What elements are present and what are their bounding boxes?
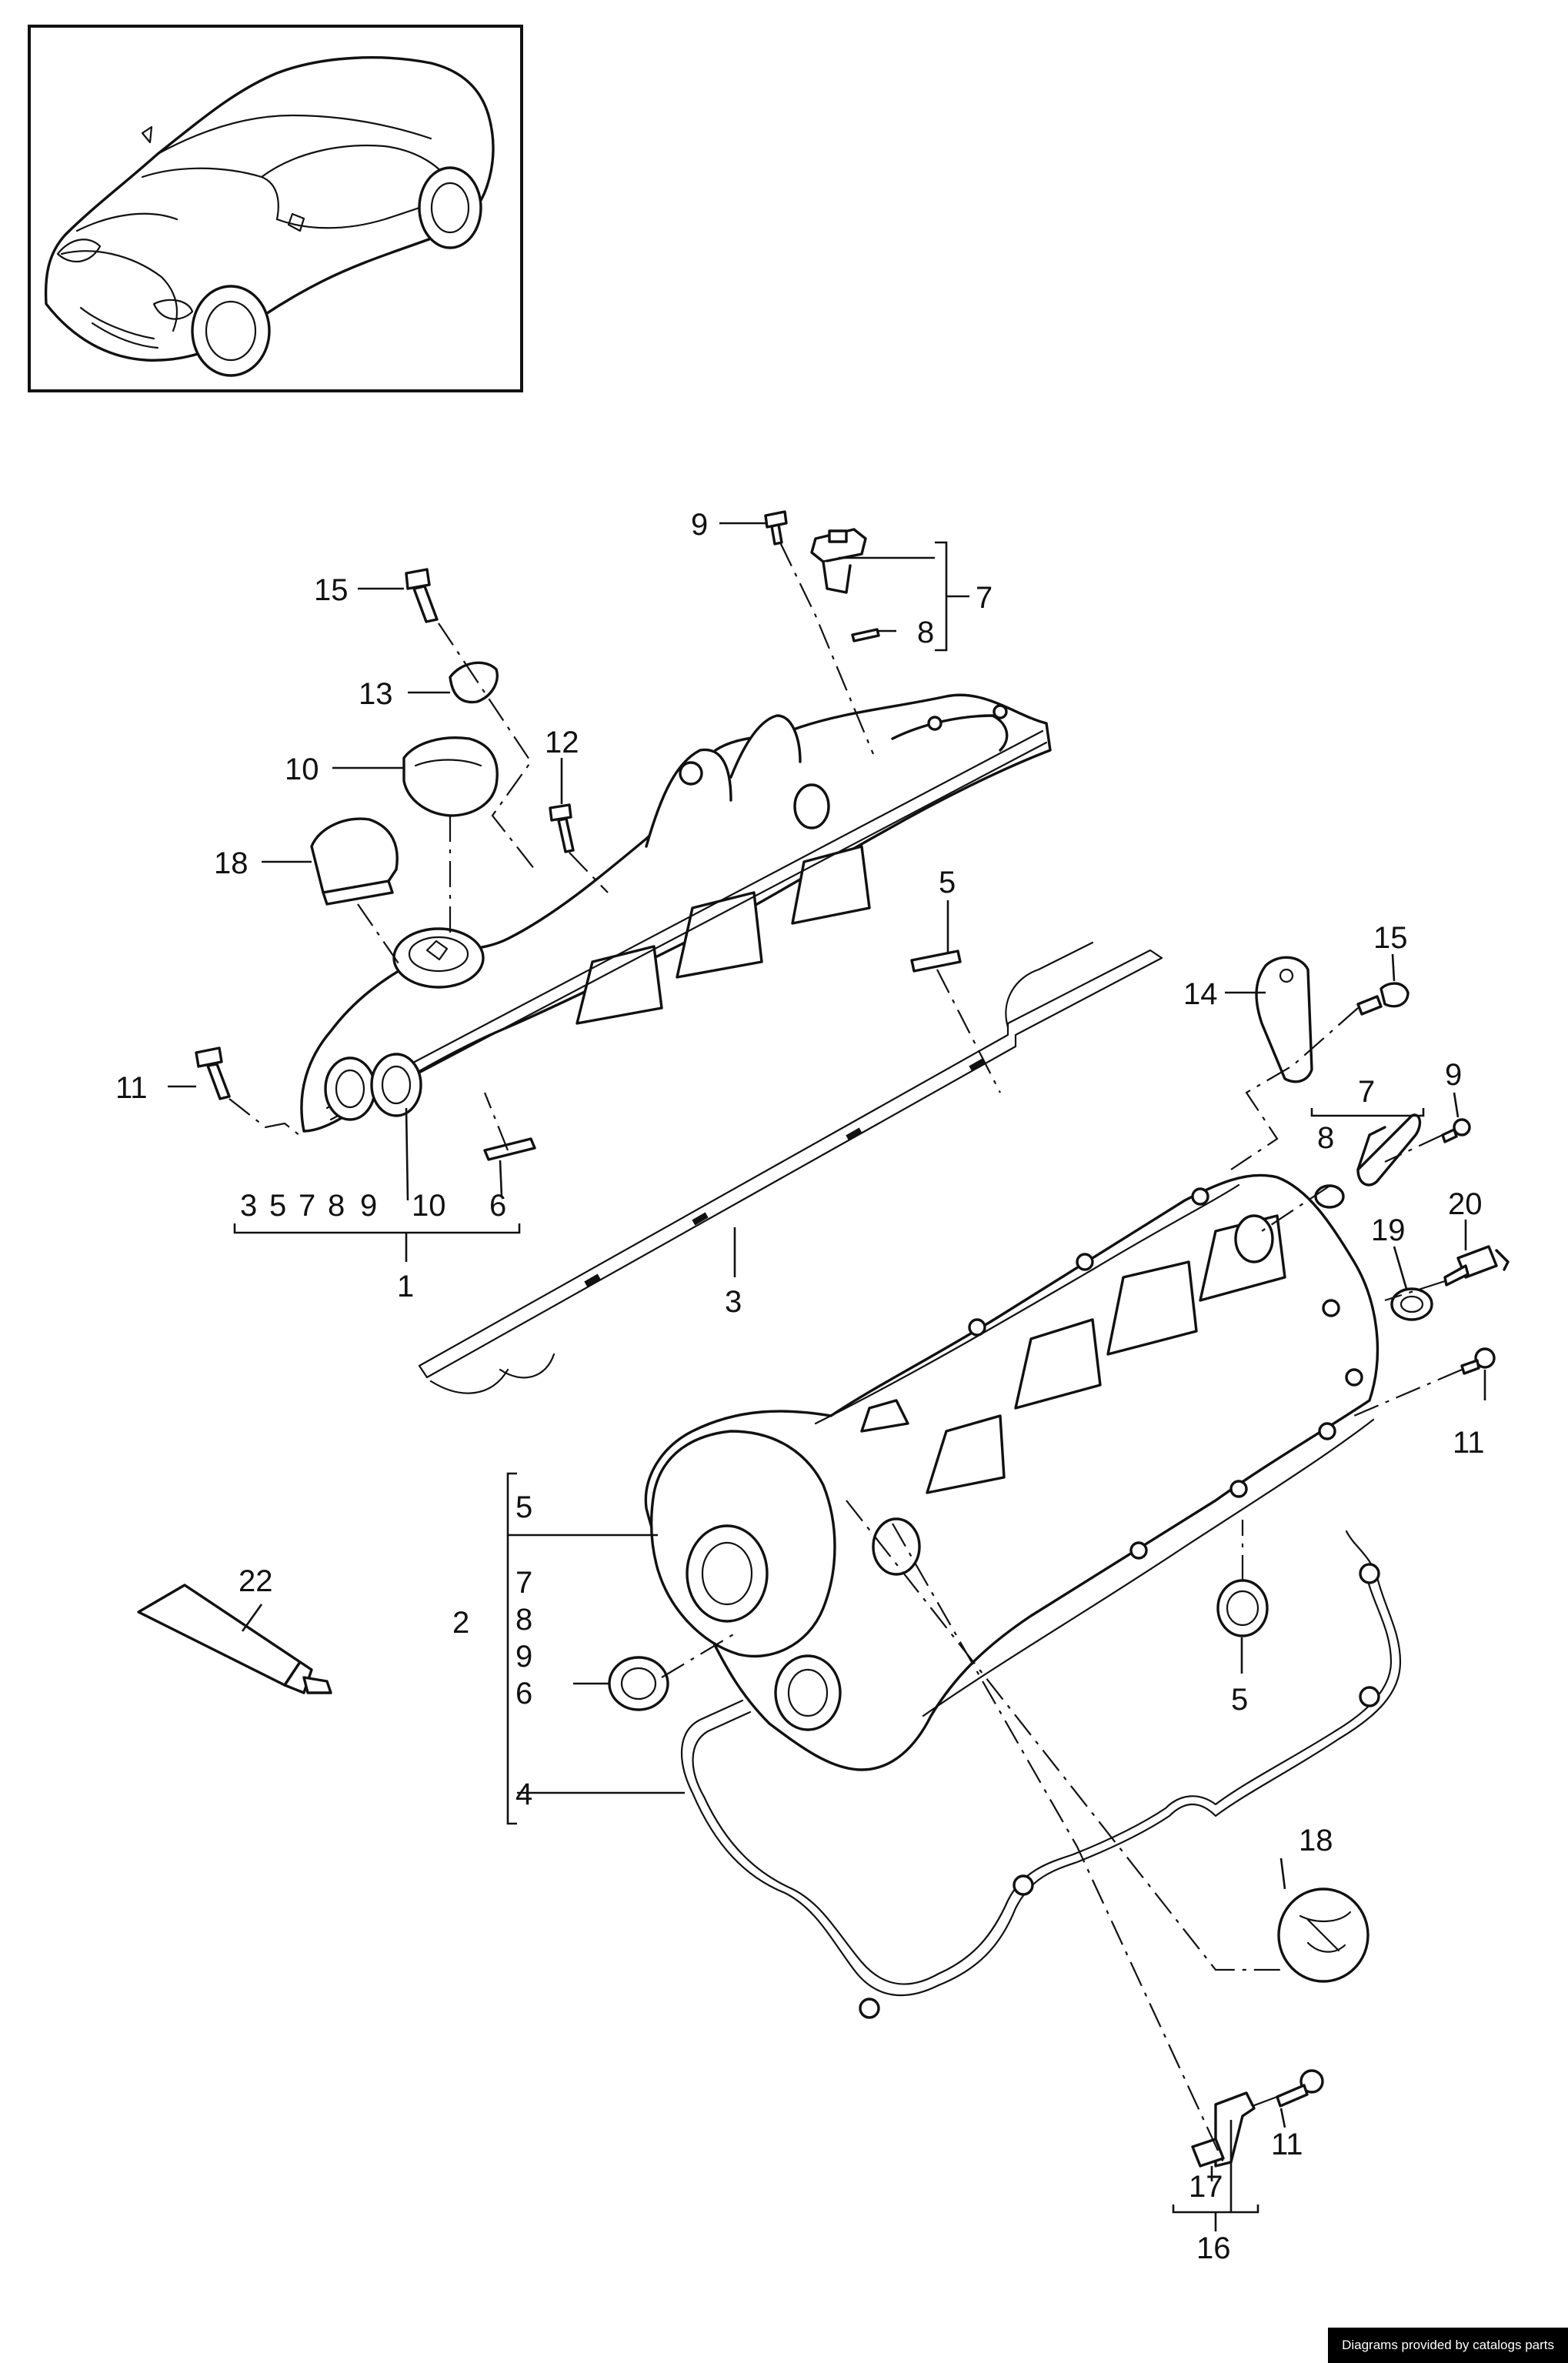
sensor-7-top	[810, 528, 867, 594]
bracket-14	[1255, 956, 1313, 1083]
callout-6-group2: 6	[515, 1677, 532, 1711]
group-1-item-8: 8	[328, 1189, 345, 1223]
group-1-item-5: 5	[269, 1189, 286, 1223]
bolt-15-right	[1356, 982, 1410, 1016]
callout-10-top: 10	[285, 753, 319, 786]
filler-cap-10	[402, 736, 499, 817]
seal-6-top	[483, 1137, 536, 1161]
seal-6-lower	[608, 1656, 669, 1711]
callout-13: 13	[359, 677, 393, 711]
callout-2: 2	[452, 1606, 469, 1640]
callout-3: 3	[725, 1285, 742, 1319]
callout-11-left: 11	[115, 1071, 148, 1105]
bolt-11-lower	[1276, 2069, 1324, 2108]
callout-12: 12	[545, 726, 579, 759]
cover-cap-18-lower	[1277, 1887, 1369, 1983]
callout-15-right: 15	[1373, 921, 1408, 955]
sealant-tube-22	[137, 1584, 332, 1694]
bolt-11-right	[1460, 1347, 1496, 1375]
vehicle-thumbnail	[28, 25, 523, 392]
callout-9-right: 9	[1445, 1058, 1462, 1092]
lower-gasket	[680, 1530, 1402, 2019]
callout-17: 17	[1189, 2170, 1223, 2204]
group-1-item-9: 9	[360, 1189, 377, 1223]
washer-13	[449, 661, 499, 704]
clip-5-lower	[1216, 1579, 1269, 1637]
callout-5-lower: 5	[1231, 1683, 1248, 1717]
callout-18-lower: 18	[1299, 1824, 1333, 1857]
diagram-credit: Diagrams provided by catalogs parts	[1328, 2328, 1568, 2363]
callout-9-top: 9	[691, 508, 708, 542]
group-1-item-3: 3	[240, 1189, 257, 1223]
assembly-lines	[229, 542, 1463, 2163]
grommet-19	[1390, 1287, 1433, 1321]
sensor-7-right	[1356, 1113, 1422, 1187]
bolt-12	[549, 803, 575, 853]
callout-labels: 9 7 8 15 13 12 10 18 5 14 15 11 7 9 8 20…	[115, 508, 1485, 2265]
bracket-16	[1191, 2091, 1256, 2168]
callout-1: 1	[397, 1270, 414, 1303]
callout-7-top: 7	[976, 581, 993, 615]
callout-14: 14	[1183, 977, 1218, 1011]
o-ring-8-top	[851, 628, 880, 642]
cover-cap-18-top	[310, 817, 399, 906]
callout-8-group2: 8	[515, 1603, 532, 1637]
callout-19: 19	[1371, 1213, 1406, 1247]
callout-8-right: 8	[1317, 1121, 1334, 1155]
bolt-9-top	[764, 510, 788, 546]
leader-lines	[168, 522, 1486, 2231]
callout-15-top: 15	[314, 573, 349, 607]
valve-20	[1443, 1245, 1510, 1287]
callout-6-top: 6	[489, 1189, 506, 1223]
dowel-5-top	[910, 950, 962, 973]
callout-9-group2: 9	[515, 1640, 532, 1674]
callout-8-top: 8	[917, 616, 934, 649]
lower-valve-cover	[644, 1173, 1380, 1771]
callout-22: 22	[239, 1564, 273, 1598]
callout-16: 16	[1196, 2231, 1231, 2265]
callout-4: 4	[515, 1777, 532, 1811]
upper-gasket	[418, 941, 1163, 1394]
callout-20: 20	[1448, 1187, 1483, 1221]
callout-5-group2: 5	[515, 1490, 532, 1524]
callout-10-group: 10	[412, 1189, 446, 1223]
callout-11-right: 11	[1453, 1426, 1485, 1460]
callout-5-top: 5	[939, 866, 956, 899]
callout-11-lower: 11	[1271, 2128, 1303, 2161]
bolt-9-right	[1441, 1118, 1471, 1143]
upper-valve-cover	[300, 693, 1052, 1133]
callout-7-group2: 7	[515, 1566, 532, 1600]
o-ring-8-right	[1314, 1184, 1345, 1209]
callout-7-right: 7	[1358, 1075, 1375, 1109]
bolt-15-top	[405, 568, 439, 623]
group-1-item-7: 7	[299, 1189, 315, 1223]
bolt-11-left	[195, 1046, 231, 1100]
callout-18-top: 18	[214, 846, 249, 880]
